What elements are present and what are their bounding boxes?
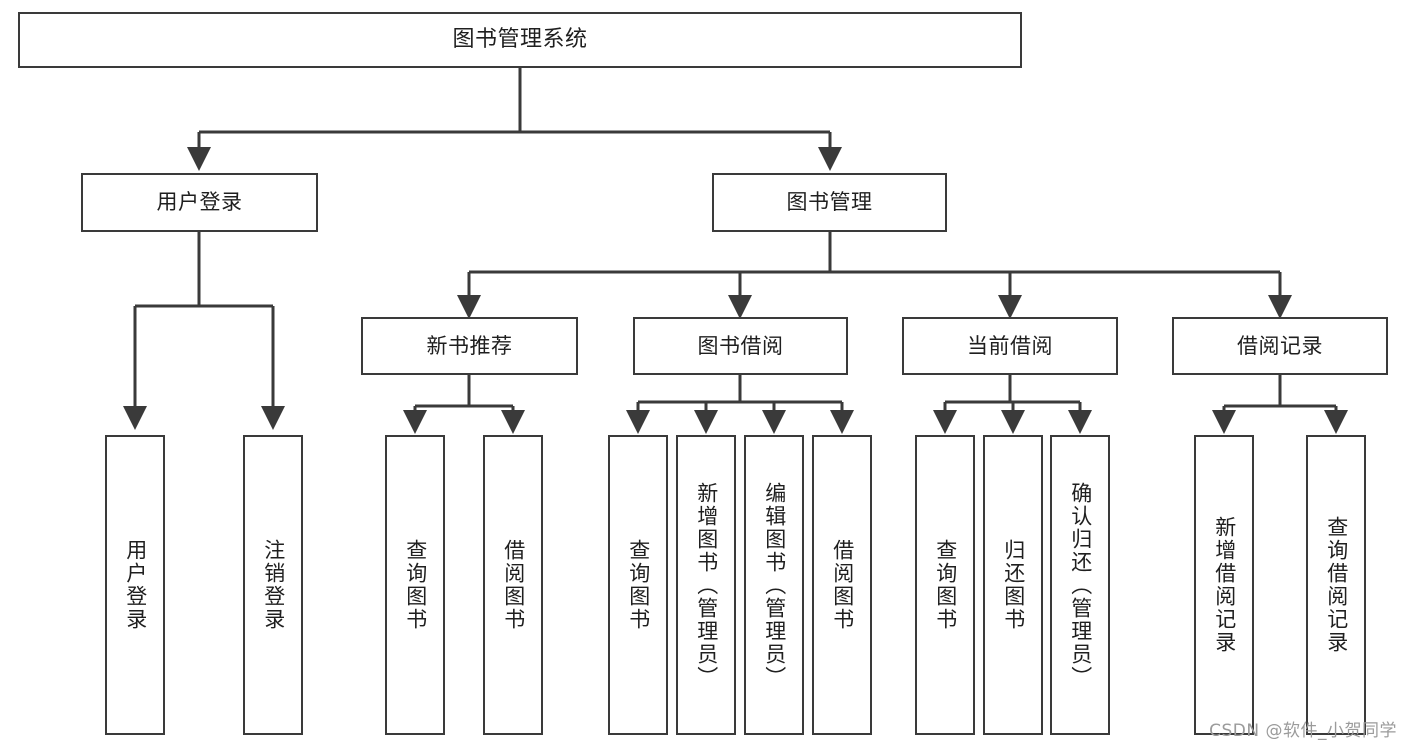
node-leaf-query-book-recommend[interactable]: 查询图书 — [385, 435, 445, 735]
node-book-management[interactable]: 图书管理 — [712, 173, 947, 232]
node-label: 图书管理 — [786, 190, 873, 215]
node-label: 查询借阅记录 — [1324, 516, 1349, 654]
node-leaf-borrow-book[interactable]: 借阅图书 — [812, 435, 872, 735]
node-leaf-user-login[interactable]: 用户登录 — [105, 435, 165, 735]
node-leaf-query-borrow-record[interactable]: 查询借阅记录 — [1306, 435, 1366, 735]
node-label: 借阅图书 — [501, 539, 526, 631]
node-label: 图书管理系统 — [452, 27, 588, 53]
node-label: 新书推荐 — [426, 333, 513, 358]
node-leaf-add-borrow-record[interactable]: 新增借阅记录 — [1194, 435, 1254, 735]
node-book-borrow[interactable]: 图书借阅 — [633, 317, 848, 375]
node-label: 查询图书 — [626, 539, 651, 631]
node-label: 查询图书 — [403, 539, 428, 631]
node-label: 确认归还（管理员） — [1068, 481, 1093, 689]
node-borrow-record[interactable]: 借阅记录 — [1172, 317, 1388, 375]
node-label: 图书借阅 — [697, 333, 784, 358]
node-label: 编辑图书（管理员） — [762, 481, 787, 689]
node-user-login[interactable]: 用户登录 — [81, 173, 318, 232]
node-label: 查询图书 — [933, 539, 958, 631]
node-root-system[interactable]: 图书管理系统 — [18, 12, 1022, 68]
node-label: 新增借阅记录 — [1212, 516, 1237, 654]
node-label: 借阅记录 — [1237, 333, 1323, 358]
node-leaf-borrow-book-recommend[interactable]: 借阅图书 — [483, 435, 543, 735]
node-leaf-query-book-borrow[interactable]: 查询图书 — [608, 435, 668, 735]
csdn-watermark: CSDN @软件_小贺同学 — [1209, 721, 1397, 741]
node-label: 归还图书 — [1001, 539, 1026, 631]
node-label: 注销登录 — [261, 539, 286, 631]
node-new-book-recommend[interactable]: 新书推荐 — [361, 317, 578, 375]
node-label: 当前借阅 — [967, 333, 1053, 358]
node-leaf-add-book-admin[interactable]: 新增图书（管理员） — [676, 435, 736, 735]
node-leaf-return-book[interactable]: 归还图书 — [983, 435, 1043, 735]
node-label: 用户登录 — [156, 190, 243, 215]
node-leaf-confirm-return-admin[interactable]: 确认归还（管理员） — [1050, 435, 1110, 735]
node-leaf-query-book-current[interactable]: 查询图书 — [915, 435, 975, 735]
node-leaf-edit-book-admin[interactable]: 编辑图书（管理员） — [744, 435, 804, 735]
node-current-borrow[interactable]: 当前借阅 — [902, 317, 1118, 375]
node-leaf-logout[interactable]: 注销登录 — [243, 435, 303, 735]
node-label: 新增图书（管理员） — [694, 481, 719, 689]
node-label: 用户登录 — [123, 539, 148, 631]
node-label: 借阅图书 — [830, 539, 855, 631]
